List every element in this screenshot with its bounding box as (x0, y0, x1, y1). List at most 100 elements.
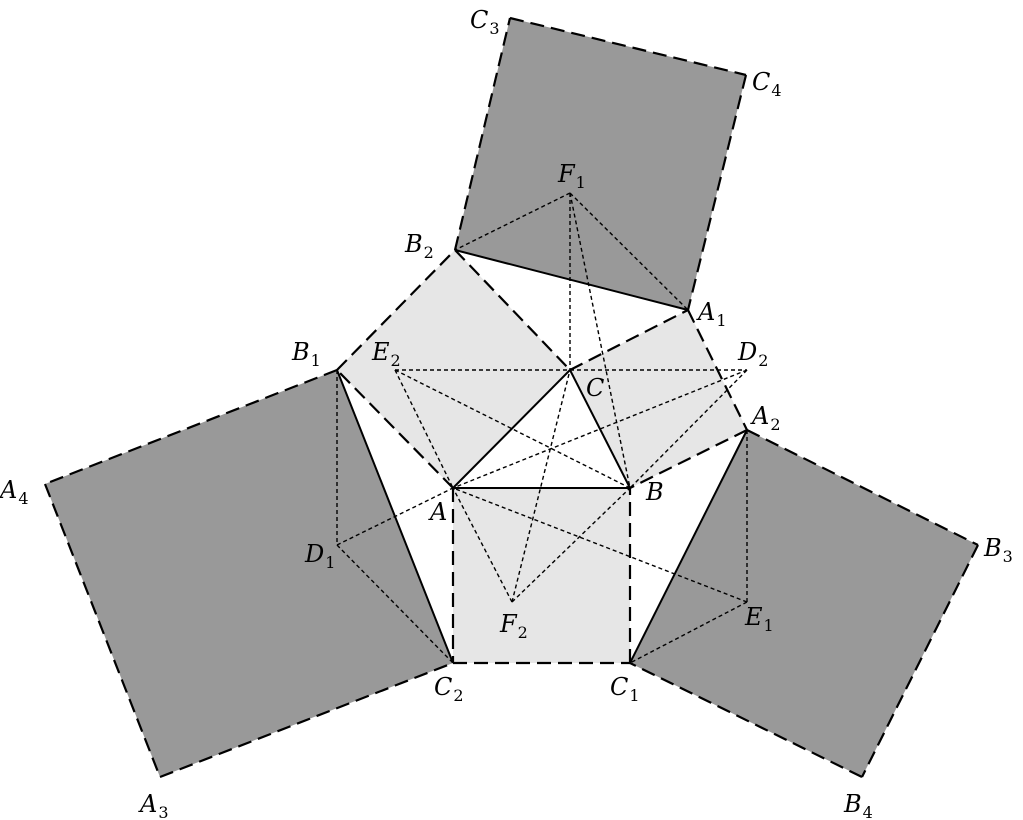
dashed-edge-a2-b3 (746, 429, 979, 546)
point-label-b2: B2 (404, 230, 434, 262)
dashed-edge-b1-a4 (44, 368, 338, 486)
point-label-a1: A1 (696, 298, 727, 330)
point-subscript: 2 (770, 415, 780, 434)
light-square-b-c-a1-a2 (570, 310, 747, 488)
point-letter: E (744, 603, 763, 631)
point-letter: D (304, 540, 324, 568)
dashed-edge-b4-c1 (629, 662, 863, 778)
point-letter: B (843, 790, 862, 818)
dashed-edge-a2-b (629, 429, 748, 489)
dotted-edge-d2-a (452, 369, 748, 489)
point-letter: A (750, 402, 769, 430)
point-letter: C (752, 68, 770, 96)
dashed-edge-a1-a2 (687, 309, 748, 431)
point-label-d1: D1 (304, 540, 335, 572)
point-label-a2: A2 (750, 402, 781, 434)
point-label-b3: B3 (983, 534, 1013, 566)
point-letter: C (586, 374, 604, 402)
point-label-b4: B4 (843, 790, 873, 820)
light-square-a-b-c1-c2 (453, 488, 630, 663)
point-letter: F (499, 610, 518, 638)
point-label-e2: E2 (371, 338, 401, 370)
point-label-b1: B1 (291, 338, 321, 370)
point-subscript: 1 (716, 311, 726, 330)
point-label-a: A (428, 498, 447, 526)
point-letter: F (557, 160, 576, 188)
point-subscript: 2 (758, 351, 768, 370)
point-subscript: 3 (158, 803, 168, 820)
point-label-d2: D2 (737, 338, 768, 370)
point-label-f2: F2 (499, 610, 528, 642)
dashed-edge-b1-b2 (336, 249, 456, 371)
dotted-edge-f2-b (511, 487, 631, 603)
dashed-edge-a-b1 (336, 369, 454, 489)
point-subscript: 4 (18, 489, 28, 508)
point-subscript: 2 (518, 623, 528, 642)
point-subscript: 4 (863, 803, 873, 820)
solid-edge-b-c (569, 369, 631, 489)
dotted-edge-e1-a (452, 487, 748, 603)
dashed-edge-a3-c2 (159, 661, 454, 779)
dashed-edge-a4-a3 (43, 483, 162, 778)
point-letter: D (737, 338, 757, 366)
point-letter: A (696, 298, 715, 326)
dashed-edge-b2-c3 (453, 17, 512, 251)
point-label-c: C (586, 374, 604, 402)
solid-edges (336, 249, 748, 664)
point-subscript: 1 (629, 686, 639, 705)
point-label-f1: F1 (557, 160, 586, 192)
dotted-edge-f1-b2 (454, 192, 571, 251)
point-subscript: 1 (325, 553, 335, 572)
dotted-edge-e2-b (394, 369, 631, 489)
point-letter: C (610, 673, 628, 701)
point-letter: A (0, 476, 17, 504)
dashed-edge-b3-b4 (861, 544, 979, 778)
point-label-a4: A4 (0, 476, 29, 508)
point-label-c3: C3 (470, 6, 500, 38)
dotted-edge-f1-b (569, 192, 631, 489)
solid-edge-b1-c2 (336, 369, 454, 664)
point-letter: B (645, 478, 664, 506)
dashed-edge-c3-c4 (509, 16, 747, 77)
point-subscript: 1 (311, 351, 321, 370)
point-letter: B (404, 230, 423, 258)
point-subscript: 2 (424, 243, 434, 262)
dotted-edge-e1-c1 (629, 601, 748, 664)
point-subscript: 1 (576, 173, 586, 192)
point-label-c4: C4 (752, 68, 782, 100)
solid-edge-b2-a1 (454, 249, 689, 311)
point-label-c1: C1 (610, 673, 640, 705)
square-edges (43, 16, 979, 779)
dark-square-b2-c3-c4-a1 (455, 18, 746, 310)
dashed-edge-c-a1 (569, 309, 689, 371)
point-letter: B (291, 338, 310, 366)
point-subscript: 3 (1003, 547, 1013, 566)
point-subscript: 2 (453, 686, 463, 705)
point-subscript: 3 (489, 19, 499, 38)
point-label-c2: C2 (434, 673, 464, 705)
point-label-e1: E1 (744, 603, 774, 635)
light-square-a-b1-b2-c (337, 250, 570, 488)
dark-square-b1-a4-a3-c2 (45, 370, 453, 777)
point-subscript: 1 (764, 616, 774, 635)
dashed-edge-b2-c (454, 249, 571, 371)
dotted-edge-f2-a (452, 487, 513, 603)
dotted-edge-e2-a (394, 369, 454, 489)
dark-square-a2-b3-b4-c1 (630, 430, 978, 777)
point-letter: C (434, 673, 452, 701)
point-letter: C (470, 6, 488, 34)
point-letter: A (428, 498, 447, 526)
point-label-a3: A3 (138, 790, 169, 820)
point-letter: A (138, 790, 157, 818)
point-letter: B (983, 534, 1002, 562)
solid-edge-a2-c1 (629, 429, 748, 664)
dashed-edge-c4-a1 (686, 74, 748, 311)
point-subscript: 4 (771, 81, 781, 100)
point-letter: E (371, 338, 390, 366)
point-label-b: B (645, 478, 664, 506)
solid-edge-c-a (452, 369, 571, 489)
outer-squares (45, 18, 978, 777)
